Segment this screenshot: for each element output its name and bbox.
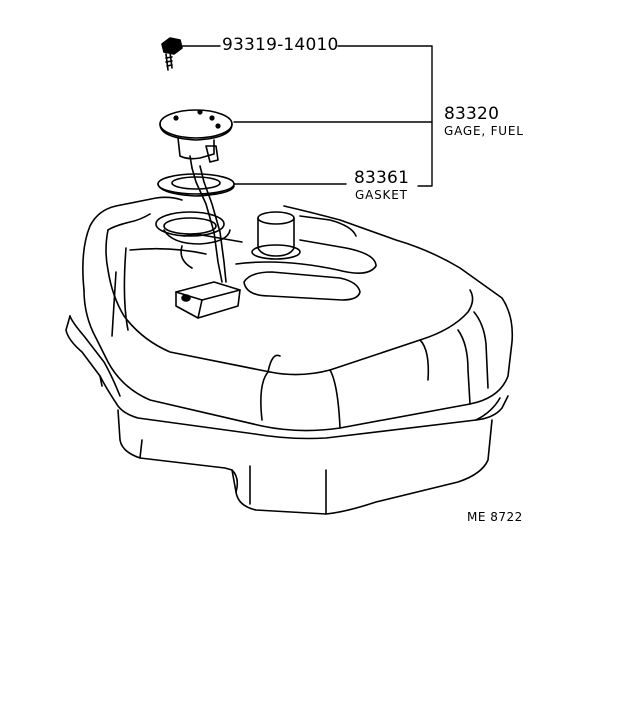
part-number-bolt: 93319-14010 <box>222 35 339 55</box>
filler-neck <box>252 212 300 259</box>
fuel-gage-unit <box>160 110 232 282</box>
gasket-83361 <box>158 174 234 196</box>
sender-mounting-hole <box>156 212 230 244</box>
part-name-gasket: GASKET <box>355 188 408 202</box>
tank-upper-shell <box>83 197 512 430</box>
part-number-gasket: 83361 <box>354 168 410 188</box>
part-name-fuel-gage: GAGE, FUEL <box>444 124 524 138</box>
leader-lines <box>182 46 432 186</box>
drawing-reference-code: ME 8722 <box>467 510 523 524</box>
part-number-fuel-gage: 83320 <box>444 104 500 124</box>
tank-lower-body <box>118 410 492 514</box>
bolt-93319-14010 <box>162 38 182 70</box>
tank-flange <box>66 316 508 439</box>
float <box>176 282 240 318</box>
